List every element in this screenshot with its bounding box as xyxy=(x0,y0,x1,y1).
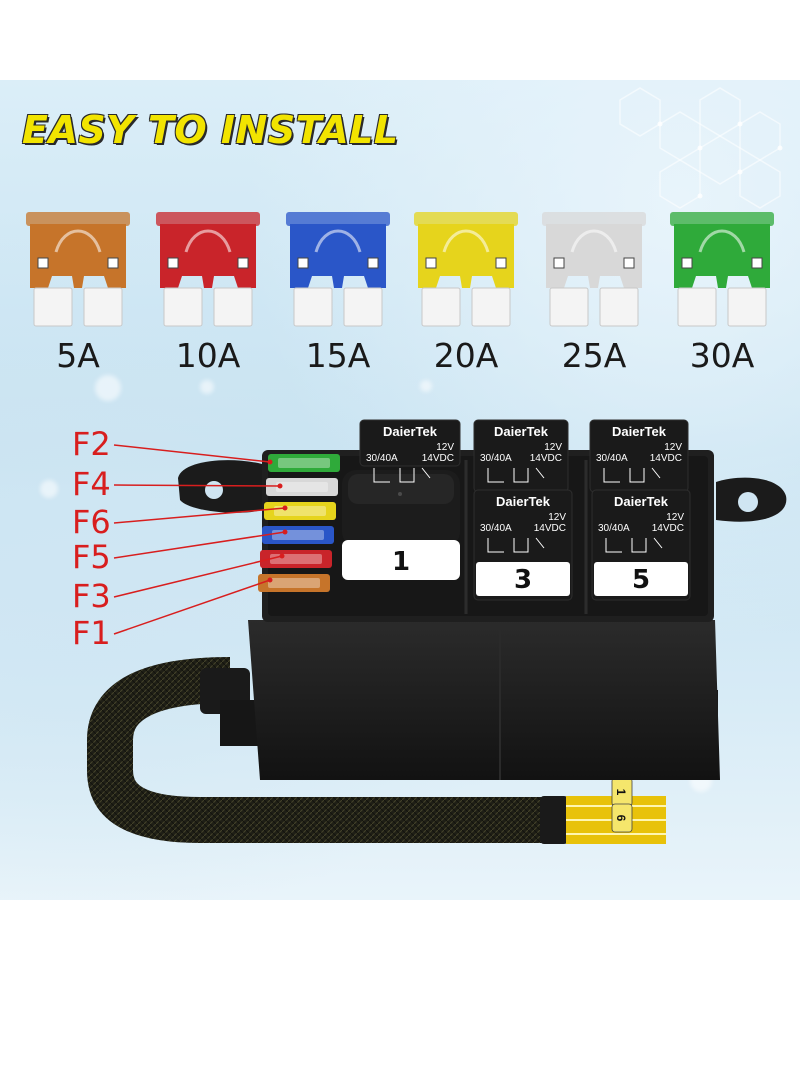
braided-cable xyxy=(87,657,568,844)
callout-arrow xyxy=(113,484,281,487)
relay-schematic-icon xyxy=(487,467,545,483)
blade-fuse-icon xyxy=(156,212,260,327)
callout-arrow xyxy=(113,444,271,463)
hexagon-pattern xyxy=(619,87,783,209)
relay-rating-label: 14VDC xyxy=(422,453,454,464)
relay-schematic-icon xyxy=(487,537,545,553)
relay-1: DaierTek 12V 30/40A 14VDC xyxy=(359,419,461,483)
blade-fuse-icon xyxy=(414,212,518,327)
product-image: EASY TO INSTALL 5A 10A 15A 20A 25A 30A xyxy=(0,80,800,900)
relay-3: DaierTek 12V 30/40A 14VDC xyxy=(589,419,689,493)
relay-schematic-icon xyxy=(603,467,661,483)
relay-rating-label: 14VDC xyxy=(530,453,562,464)
callout-arrow xyxy=(113,507,286,524)
callout-arrow xyxy=(113,555,283,598)
fuse-rating-label: 10A xyxy=(175,336,241,375)
wire-bundle: 1 6 xyxy=(566,777,666,844)
relay-current-label: 30/40A xyxy=(366,453,398,464)
relay-5: DaierTek 12V 30/40A 14VDC 5 xyxy=(591,489,691,601)
callout-f2: F2 xyxy=(72,425,111,463)
relay-rating-label: 14VDC xyxy=(650,453,682,464)
relay-number-label: 3 xyxy=(514,565,532,595)
relay-number-label: 5 xyxy=(632,565,650,595)
fuse-10a xyxy=(154,212,262,328)
relay-voltage-label: 12V xyxy=(436,442,454,453)
relay-4: DaierTek 12V 30/40A 14VDC 3 xyxy=(473,489,573,601)
callout-arrow xyxy=(113,579,271,635)
relay-brand-label: DaierTek xyxy=(383,424,438,439)
relay-current-label: 30/40A xyxy=(480,523,512,534)
headline: EASY TO INSTALL xyxy=(22,108,399,152)
fuse-15a xyxy=(284,212,392,328)
bokeh-light xyxy=(200,380,214,394)
relay-1: 1 xyxy=(342,470,460,580)
relay-brand-label: DaierTek xyxy=(496,494,551,509)
wire-number-label: 6 xyxy=(614,815,628,822)
fuse-rating-label: 20A xyxy=(433,336,499,375)
relay-schematic-icon xyxy=(605,537,663,553)
installed-fuse xyxy=(258,574,330,592)
relay-current-label: 30/40A xyxy=(598,523,630,534)
fuse-rating-label: 30A xyxy=(689,336,755,375)
callout-f6: F6 xyxy=(72,503,111,541)
installed-fuse xyxy=(264,502,336,520)
bokeh-light xyxy=(95,375,121,401)
callout-f4: F4 xyxy=(72,465,111,503)
blade-fuse-icon xyxy=(670,212,774,327)
installed-fuses xyxy=(258,454,340,592)
callout-arrow xyxy=(113,531,286,559)
callout-f3: F3 xyxy=(72,577,111,615)
installed-fuse xyxy=(268,454,340,472)
relay-current-label: 30/40A xyxy=(480,453,512,464)
callout-f1: F1 xyxy=(72,614,111,652)
callout-arrows xyxy=(113,444,288,635)
installed-fuse xyxy=(266,478,338,496)
relay-voltage-label: 12V xyxy=(544,442,562,453)
blade-fuse-icon xyxy=(542,212,646,327)
fuse-5a xyxy=(24,212,132,328)
relay-current-label: 30/40A xyxy=(596,453,628,464)
fuse-rating-label: 5A xyxy=(56,336,100,375)
relay-schematic-icon xyxy=(373,467,431,483)
blade-fuse-icon xyxy=(286,212,390,327)
fuse-20a xyxy=(412,212,520,328)
bokeh-light xyxy=(420,380,432,392)
relay-brand-label: DaierTek xyxy=(614,494,669,509)
relay-voltage-label: 12V xyxy=(664,442,682,453)
relay-rating-label: 14VDC xyxy=(652,523,684,534)
installed-fuse xyxy=(262,526,334,544)
relay-brand-label: DaierTek xyxy=(494,424,549,439)
fuse-30a xyxy=(668,212,776,328)
relay-voltage-label: 12V xyxy=(666,512,684,523)
relay-group: DaierTek 12V 30/40A 14VDC DaierTek 12V 30/40A 1… xyxy=(359,419,691,601)
relay-2: DaierTek 12V 30/40A 14VDC xyxy=(473,419,569,493)
relay-number-label: 1 xyxy=(392,547,410,577)
relay-rating-label: 14VDC xyxy=(534,523,566,534)
mounting-ear-right xyxy=(716,477,787,522)
relay-brand-label: DaierTek xyxy=(612,424,667,439)
fuse-rating-label: 15A xyxy=(305,336,371,375)
fuse-25a xyxy=(540,212,648,328)
relay-fuse-box: 1 6 1 xyxy=(87,419,787,844)
relay-voltage-label: 12V xyxy=(548,512,566,523)
callout-f5: F5 xyxy=(72,538,111,576)
bokeh-light xyxy=(40,480,58,498)
wire-number-label: 1 xyxy=(614,789,628,796)
fuse-rating-label: 25A xyxy=(561,336,627,375)
blade-fuse-icon xyxy=(26,212,130,327)
